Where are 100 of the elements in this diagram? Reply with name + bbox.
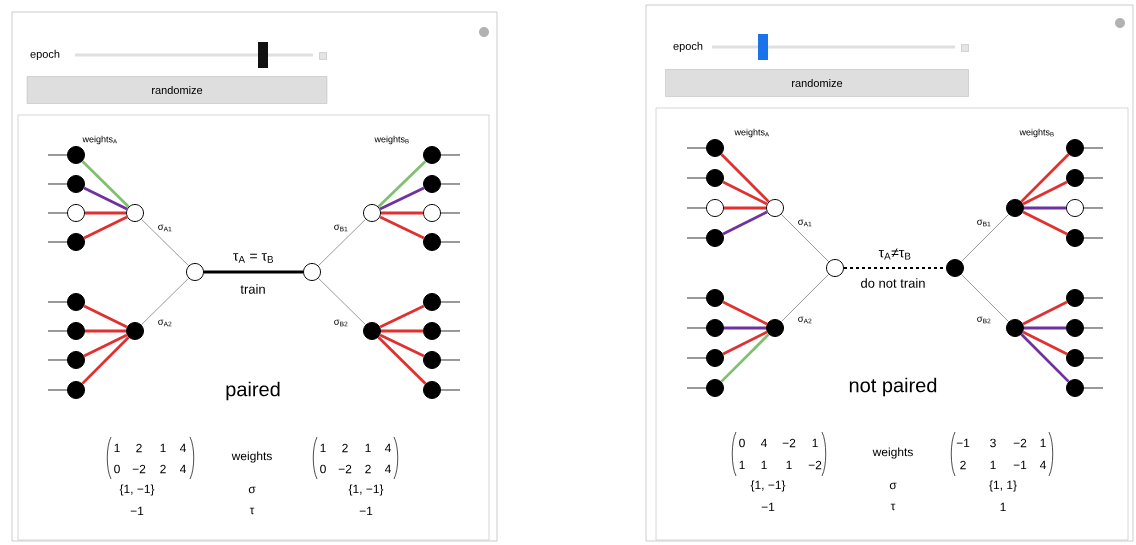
neuron-circle (423, 381, 441, 399)
matrix-entry: 1 (160, 443, 166, 453)
input-line (1083, 327, 1104, 329)
weight-line (1022, 180, 1068, 206)
neuron-circle (706, 349, 724, 367)
sigma-label: σ$_{B1}$ (977, 219, 991, 227)
neuron-circle (706, 139, 724, 157)
neuron-circle (1066, 139, 1084, 157)
weight-line (379, 186, 425, 211)
value-text: −1 (130, 506, 144, 516)
matrix-entry: 4 (179, 443, 186, 453)
slider-label: epoch (673, 41, 703, 53)
neuron-circle (1066, 169, 1084, 187)
weight-line (83, 215, 128, 240)
matrix-entry: 1 (114, 443, 120, 453)
matrix-entry: 4 (384, 443, 391, 453)
matrix-entry: 0 (739, 438, 745, 448)
weight-line (83, 186, 128, 211)
input-line (440, 241, 461, 243)
input-line (440, 359, 461, 361)
input-line (686, 387, 707, 389)
connector-line (780, 273, 830, 323)
value-text: −1 (359, 506, 373, 516)
group-label: weights$_{A}$ (734, 128, 769, 138)
input-line (47, 330, 68, 332)
matrix-entry: 2 (365, 464, 371, 474)
neuron-circle (67, 175, 85, 193)
input-line (440, 389, 461, 391)
neuron-circle (706, 169, 724, 187)
edge-caption: train (240, 284, 265, 294)
input-line (47, 183, 68, 185)
input-line (1083, 237, 1104, 239)
weight-line (1024, 206, 1066, 210)
input-line (47, 241, 68, 243)
matrix-entry: 1 (1040, 438, 1046, 448)
input-line (1083, 207, 1104, 209)
input-line (686, 297, 707, 299)
weight-line (720, 153, 770, 203)
input-line (686, 207, 707, 209)
neuron-circle (706, 229, 724, 247)
weight-line (379, 304, 425, 329)
row-label: τ (890, 503, 896, 511)
weight-line (83, 333, 128, 358)
input-line (47, 212, 68, 214)
weight-line (1022, 330, 1068, 356)
sigma-label: σ$_{A2}$ (158, 319, 172, 327)
connection-line (204, 270, 303, 274)
weight-line (81, 160, 130, 208)
neuron-circle (1066, 349, 1084, 367)
matrix-entry: 4 (760, 438, 767, 448)
input-line (440, 330, 461, 332)
neuron-circle (67, 146, 85, 164)
connector-line (960, 273, 1010, 323)
weight-line (379, 215, 425, 240)
connector-line (141, 277, 189, 326)
value-text: 1 (1000, 502, 1006, 512)
input-line (440, 212, 461, 214)
input-line (1083, 177, 1104, 179)
neuron-circle (423, 146, 441, 164)
neuron-circle (423, 233, 441, 251)
matrix-entry: 1 (365, 443, 371, 453)
sigma-label: σ$_{A1}$ (798, 219, 812, 227)
neuron-circle (1066, 229, 1084, 247)
status-text: paired (226, 381, 280, 401)
row-label: weights (231, 451, 272, 463)
weight-line (381, 329, 423, 333)
neuron-circle (423, 204, 441, 222)
matrix-entry: −2 (782, 438, 796, 448)
value-text: {1, −1} (750, 480, 786, 492)
input-line (440, 301, 461, 303)
weight-line (1020, 153, 1070, 203)
input-line (686, 327, 707, 329)
sigma-label: σ$_{B2}$ (977, 316, 991, 324)
input-line (1083, 387, 1104, 389)
value-text: {1, 1} (989, 480, 1017, 492)
weight-line (85, 211, 126, 215)
matrix-entry: 2 (160, 464, 166, 474)
connector-line (780, 213, 830, 263)
weight-line (381, 211, 423, 215)
input-line (47, 359, 68, 361)
matrix-entry: −2 (1013, 438, 1027, 448)
weight-line (83, 304, 128, 329)
matrix-entry: 1 (761, 460, 767, 470)
neuron-circle (706, 199, 724, 217)
matrix-entry: −1 (956, 438, 970, 448)
input-line (440, 154, 461, 156)
weight-line (1024, 326, 1066, 330)
button: randomize (26, 76, 328, 104)
neuron-circle (423, 322, 441, 340)
input-line (47, 389, 68, 391)
sigma-label: σ$_{A1}$ (158, 224, 172, 232)
matrix-entry: 1 (739, 460, 745, 470)
weight-line (377, 336, 427, 385)
neuron-circle (423, 175, 441, 193)
neuron-circle (186, 263, 204, 281)
row-label: σ (248, 486, 256, 494)
neuron-circle (706, 319, 724, 337)
connector-line (960, 213, 1010, 263)
input-line (686, 357, 707, 359)
matrix-entry: 2 (136, 443, 142, 453)
